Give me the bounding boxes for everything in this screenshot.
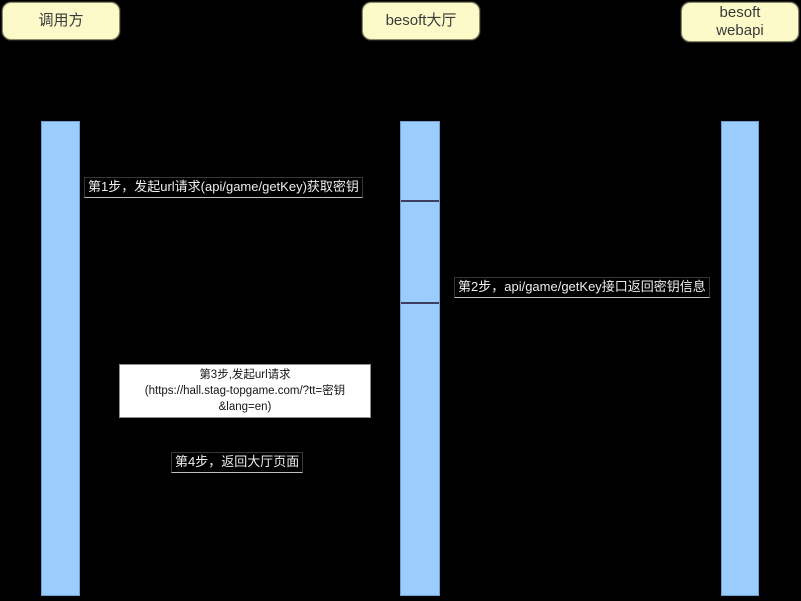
activation-segment: [401, 302, 439, 595]
activation-bar-webapi: [721, 121, 759, 596]
activation-bar-hall: [400, 121, 440, 596]
message-step4-label: 第4步，返回大厅页面: [171, 452, 304, 473]
message-step1-label: 第1步，发起url请求(api/game/getKey)获取密钥: [84, 177, 363, 198]
activation-segment: [401, 200, 439, 302]
actor-caller-label: 调用方: [38, 12, 84, 29]
message-step3-note: 第3步,发起url请求 (https://hall.stag-topgame.c…: [119, 364, 371, 418]
actor-besoft-hall: besoft大厅: [362, 2, 480, 40]
actor-besoft-hall-label: besoft大厅: [385, 12, 457, 29]
actor-besoft-webapi-label: besoft webapi: [716, 4, 764, 39]
actor-besoft-webapi: besoft webapi: [681, 2, 799, 42]
activation-segment: [401, 122, 439, 200]
activation-bar-caller: [41, 121, 80, 596]
message-step2-label: 第2步，api/game/getKey接口返回密钥信息: [454, 277, 710, 298]
actor-caller: 调用方: [2, 2, 120, 40]
